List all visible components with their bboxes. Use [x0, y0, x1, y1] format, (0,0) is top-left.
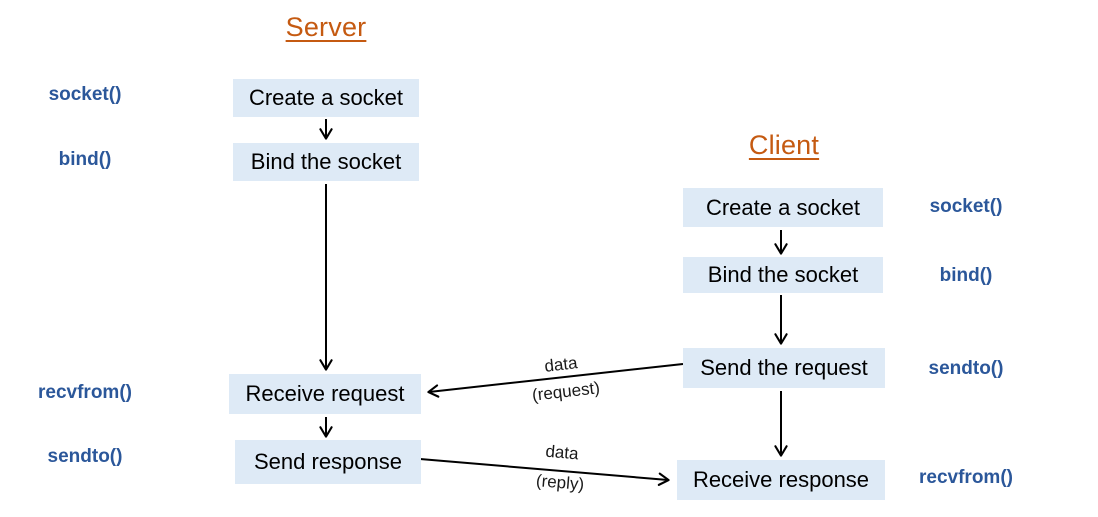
server-box-bind-socket: Bind the socket — [233, 143, 419, 181]
request-message-label-line2: (request) — [531, 378, 601, 405]
client-api-bind: bind() — [939, 265, 993, 286]
reply-message-label-line2: (reply) — [535, 471, 585, 494]
client-box-receive-response: Receive response — [677, 460, 885, 500]
reply-message-label-line1: data — [544, 441, 580, 464]
client-api-recvfrom: recvfrom() — [919, 467, 1013, 488]
server-box-receive-request: Receive request — [229, 374, 421, 414]
server-box-send-response: Send response — [235, 440, 421, 484]
server-box-create-socket: Create a socket — [233, 79, 419, 117]
server-api-recvfrom: recvfrom() — [38, 382, 132, 403]
client-heading: Client — [748, 130, 820, 160]
server-heading: Server — [285, 12, 367, 42]
server-api-sendto: sendto() — [47, 446, 123, 467]
client-box-bind-socket: Bind the socket — [683, 257, 883, 293]
client-api-sendto: sendto() — [928, 358, 1004, 379]
client-box-create-socket: Create a socket — [683, 188, 883, 227]
server-api-socket: socket() — [48, 84, 122, 105]
client-api-socket: socket() — [929, 196, 1003, 217]
request-message-label-line1: data — [543, 353, 579, 376]
client-box-send-request: Send the request — [683, 348, 885, 388]
server-api-bind: bind() — [58, 149, 112, 170]
